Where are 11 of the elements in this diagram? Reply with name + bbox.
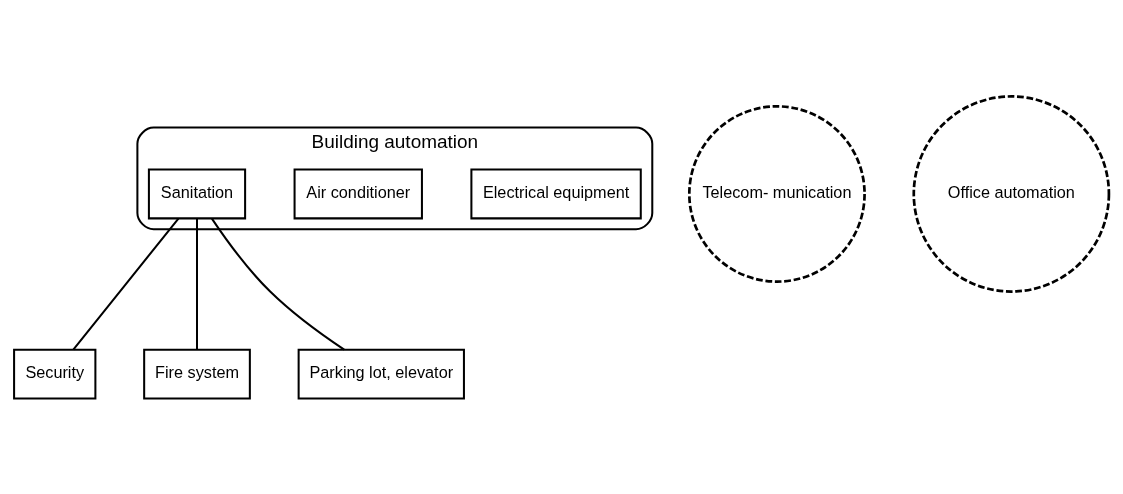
node-box: Sanitation [147, 168, 247, 219]
node-box: Parking lot, elevator [297, 348, 465, 400]
connector [72, 217, 180, 350]
node-box: Security [13, 348, 97, 400]
connector [211, 217, 345, 350]
node-circle: Telecom- munication [687, 104, 866, 283]
node-circle: Office automation [912, 94, 1111, 293]
node-box: Air conditioner [293, 168, 423, 219]
node-box: Electrical equipment [470, 168, 642, 219]
node-box: Fire system [143, 348, 251, 400]
connector [196, 218, 199, 350]
